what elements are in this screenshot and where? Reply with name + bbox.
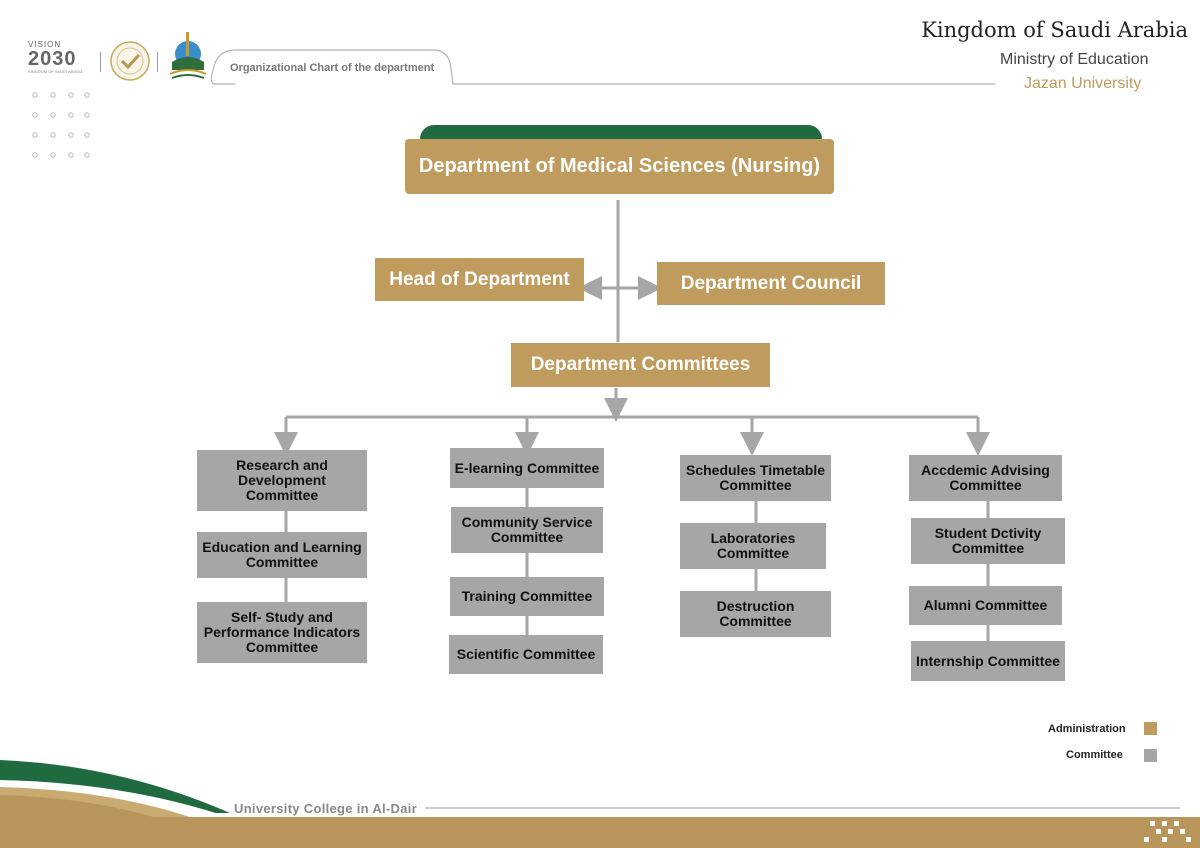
committee-box: Student Dctivity Committee — [911, 518, 1065, 564]
legend-administration-swatch — [1144, 722, 1157, 735]
root-node: Department of Medical Sciences (Nursing) — [405, 139, 834, 194]
page-title: Organizational Chart of the department — [230, 62, 435, 74]
committee-box: Alumni Committee — [909, 586, 1062, 625]
committee-box: Education and Learning Committee — [197, 532, 367, 578]
committee-box: E-learning Committee — [450, 448, 604, 488]
head-of-department-node: Head of Department — [375, 258, 584, 301]
college-name: University College in Al-Dair — [234, 801, 418, 816]
department-committees-node: Department Committees — [511, 343, 770, 387]
vision-2030-logo: VISION 2030 KINGDOM OF SAUDI ARABIA — [28, 40, 92, 82]
committee-box: Self- Study and Performance Indicators C… — [197, 602, 367, 663]
legend-administration-label: Administration — [1048, 723, 1126, 735]
vision-label: VISION — [28, 40, 62, 49]
dot-grid-decoration — [32, 92, 90, 158]
legend-committee-swatch — [1144, 749, 1157, 762]
logo-divider — [157, 52, 158, 72]
committee-box: Internship Committee — [911, 641, 1065, 681]
committee-box: Research and Development Committee — [197, 450, 367, 511]
accreditation-seal-logo — [110, 41, 150, 81]
vision-subtitle: KINGDOM OF SAUDI ARABIA — [28, 69, 83, 74]
committee-box: Accdemic Advising Committee — [909, 455, 1062, 501]
committee-box: Community Service Committee — [451, 507, 603, 553]
committee-box: Laboratories Committee — [680, 523, 826, 569]
title-tab-outline — [210, 49, 995, 85]
committee-box: Destruction Committee — [680, 591, 831, 637]
university-name: Jazan University — [1024, 75, 1142, 92]
logo-divider — [100, 52, 101, 72]
country-name: Kingdom of Saudi Arabia — [921, 18, 1188, 42]
jazan-university-logo — [169, 32, 207, 79]
committee-box: Schedules Timetable Committee — [680, 455, 831, 501]
department-council-node: Department Council — [657, 262, 885, 305]
legend-committee-label: Committee — [1066, 749, 1123, 761]
vision-year: 2030 — [28, 48, 77, 70]
footer-wave-decoration — [0, 760, 1200, 848]
committee-box: Training Committee — [450, 577, 604, 616]
committee-box: Scientific Committee — [449, 635, 603, 674]
ministry-name: Ministry of Education — [1000, 51, 1149, 68]
